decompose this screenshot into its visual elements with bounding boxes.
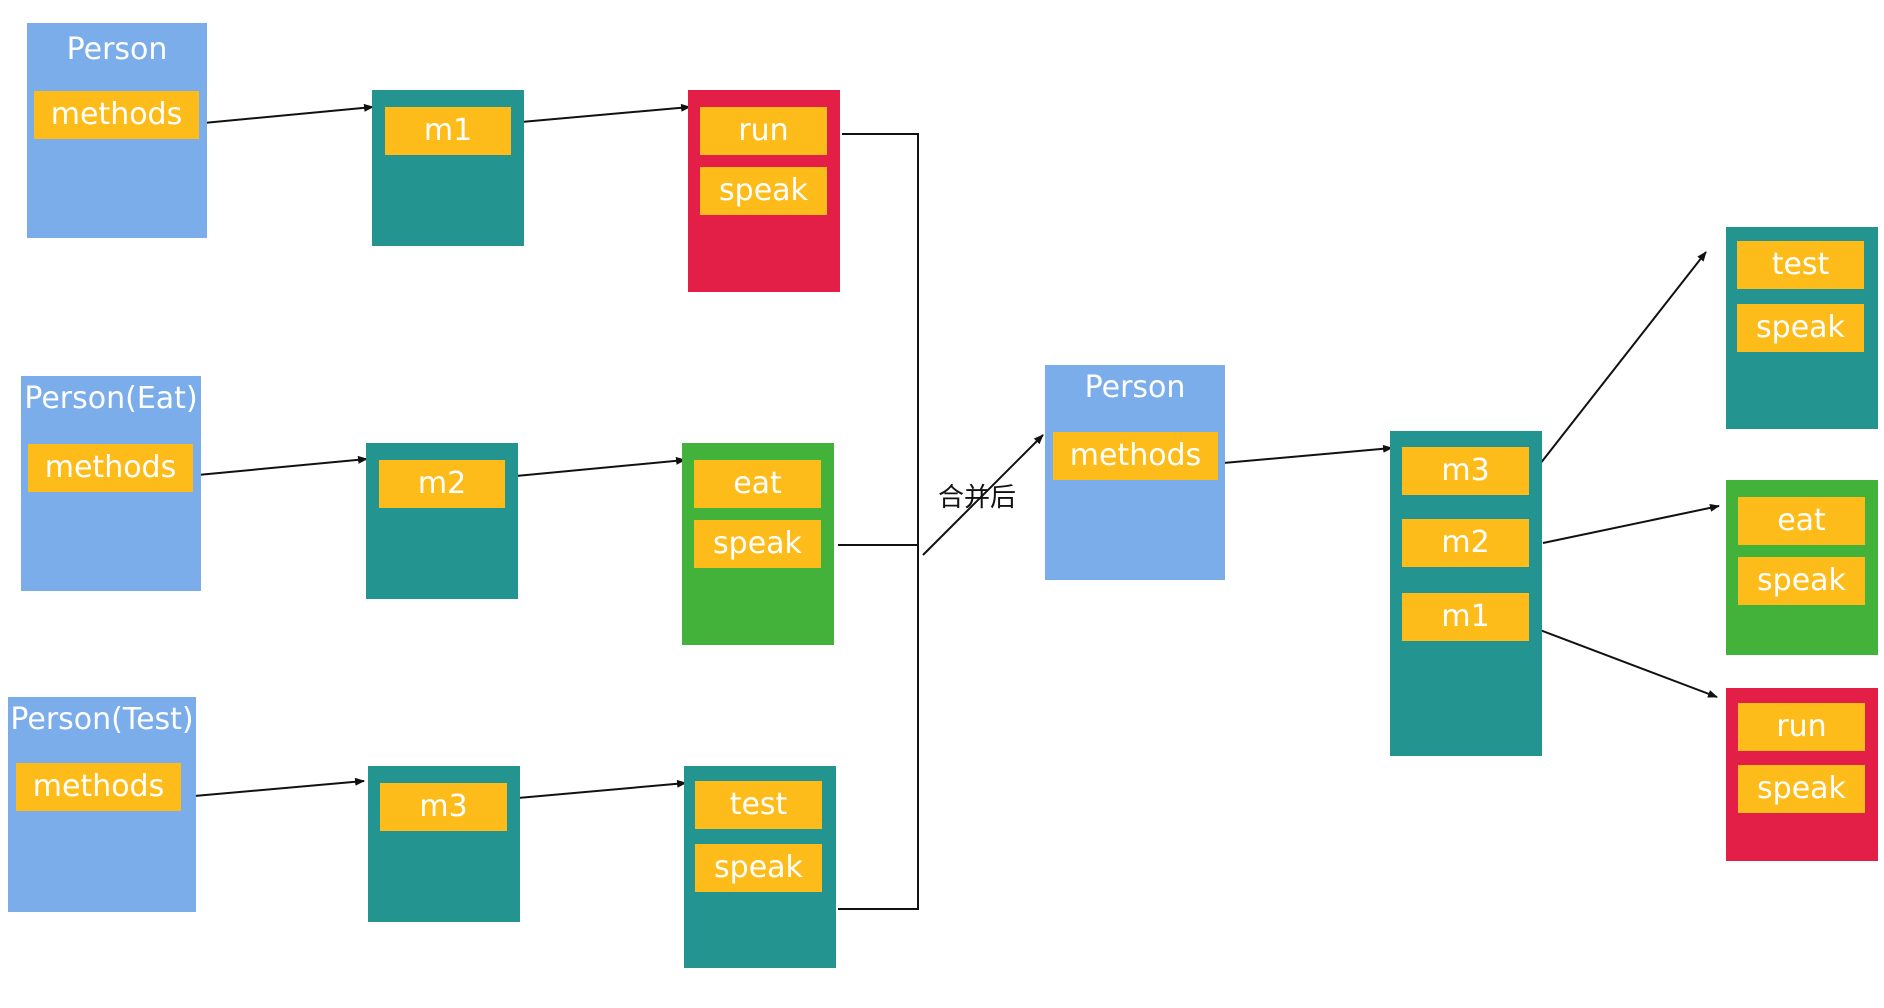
method-chip: run — [700, 107, 827, 155]
methods-chip: methods — [1053, 432, 1218, 480]
method-list-chip: m1 — [385, 107, 511, 155]
method-list-chip: m1 — [1402, 593, 1529, 641]
method-chip: test — [695, 781, 822, 829]
method-chip: test — [1737, 241, 1864, 289]
arrow-eat-methods-to-m2 — [186, 455, 368, 477]
method-chip: eat — [1738, 497, 1865, 545]
method-chip: speak — [695, 844, 822, 892]
method-chip: speak — [694, 520, 821, 568]
merged-method-list-box: m3 m2 m1 — [1390, 431, 1542, 756]
class-title: Person(Eat) — [24, 381, 198, 416]
merged-class-box-person: Person methods — [1045, 365, 1225, 580]
class-box-person-eat: Person(Eat) methods — [21, 376, 201, 591]
arrow-m2-to-eat-group-right — [1542, 503, 1720, 544]
arrow-m1-to-run-group-right — [1531, 626, 1718, 698]
class-title: Person — [1084, 370, 1186, 405]
class-box-person: Person methods — [27, 23, 207, 238]
class-box-person-test: Person(Test) methods — [8, 697, 196, 912]
method-list-box-m1: m1 — [372, 90, 524, 246]
arrow-m2-to-eat-group — [504, 456, 686, 478]
class-title: Person(Test) — [10, 702, 194, 737]
method-chip: speak — [1738, 557, 1865, 605]
method-chip: run — [1738, 703, 1865, 751]
methods-chip: methods — [34, 91, 199, 139]
arrow-merge-to-person — [922, 434, 1044, 556]
method-list-chip: m2 — [1402, 519, 1529, 567]
arrow-merged-methods-to-list — [1211, 444, 1393, 465]
method-list-chip: m3 — [1402, 447, 1529, 495]
merge-bracket — [838, 133, 919, 910]
class-title: Person — [66, 32, 168, 67]
method-chip: eat — [694, 460, 821, 508]
arrow-m1-to-run-group — [509, 103, 691, 124]
method-group-run: run speak — [688, 90, 840, 292]
methods-chip: methods — [16, 763, 181, 811]
method-list-chip: m2 — [379, 460, 505, 508]
method-group-test: test speak — [684, 766, 836, 968]
arrow-m3-to-test-group-right — [1539, 251, 1707, 465]
arrow-test-methods-to-m3 — [182, 777, 365, 798]
method-chip: speak — [1738, 765, 1865, 813]
arrow-m3-to-test-group — [505, 779, 687, 800]
method-list-box-m3: m3 — [368, 766, 520, 922]
merged-method-group-eat: eat speak — [1726, 480, 1878, 655]
method-list-box-m2: m2 — [366, 443, 518, 599]
merged-method-group-run: run speak — [1726, 688, 1878, 861]
method-list-chip: m3 — [380, 783, 507, 831]
method-chip: speak — [1737, 304, 1864, 352]
methods-chip: methods — [28, 444, 193, 492]
method-group-eat: eat speak — [682, 443, 834, 645]
method-chip: speak — [700, 167, 827, 215]
merged-method-group-test: test speak — [1726, 227, 1878, 429]
merge-label: 合并后 — [938, 483, 1017, 513]
arrow-person-methods-to-m1 — [192, 103, 374, 125]
